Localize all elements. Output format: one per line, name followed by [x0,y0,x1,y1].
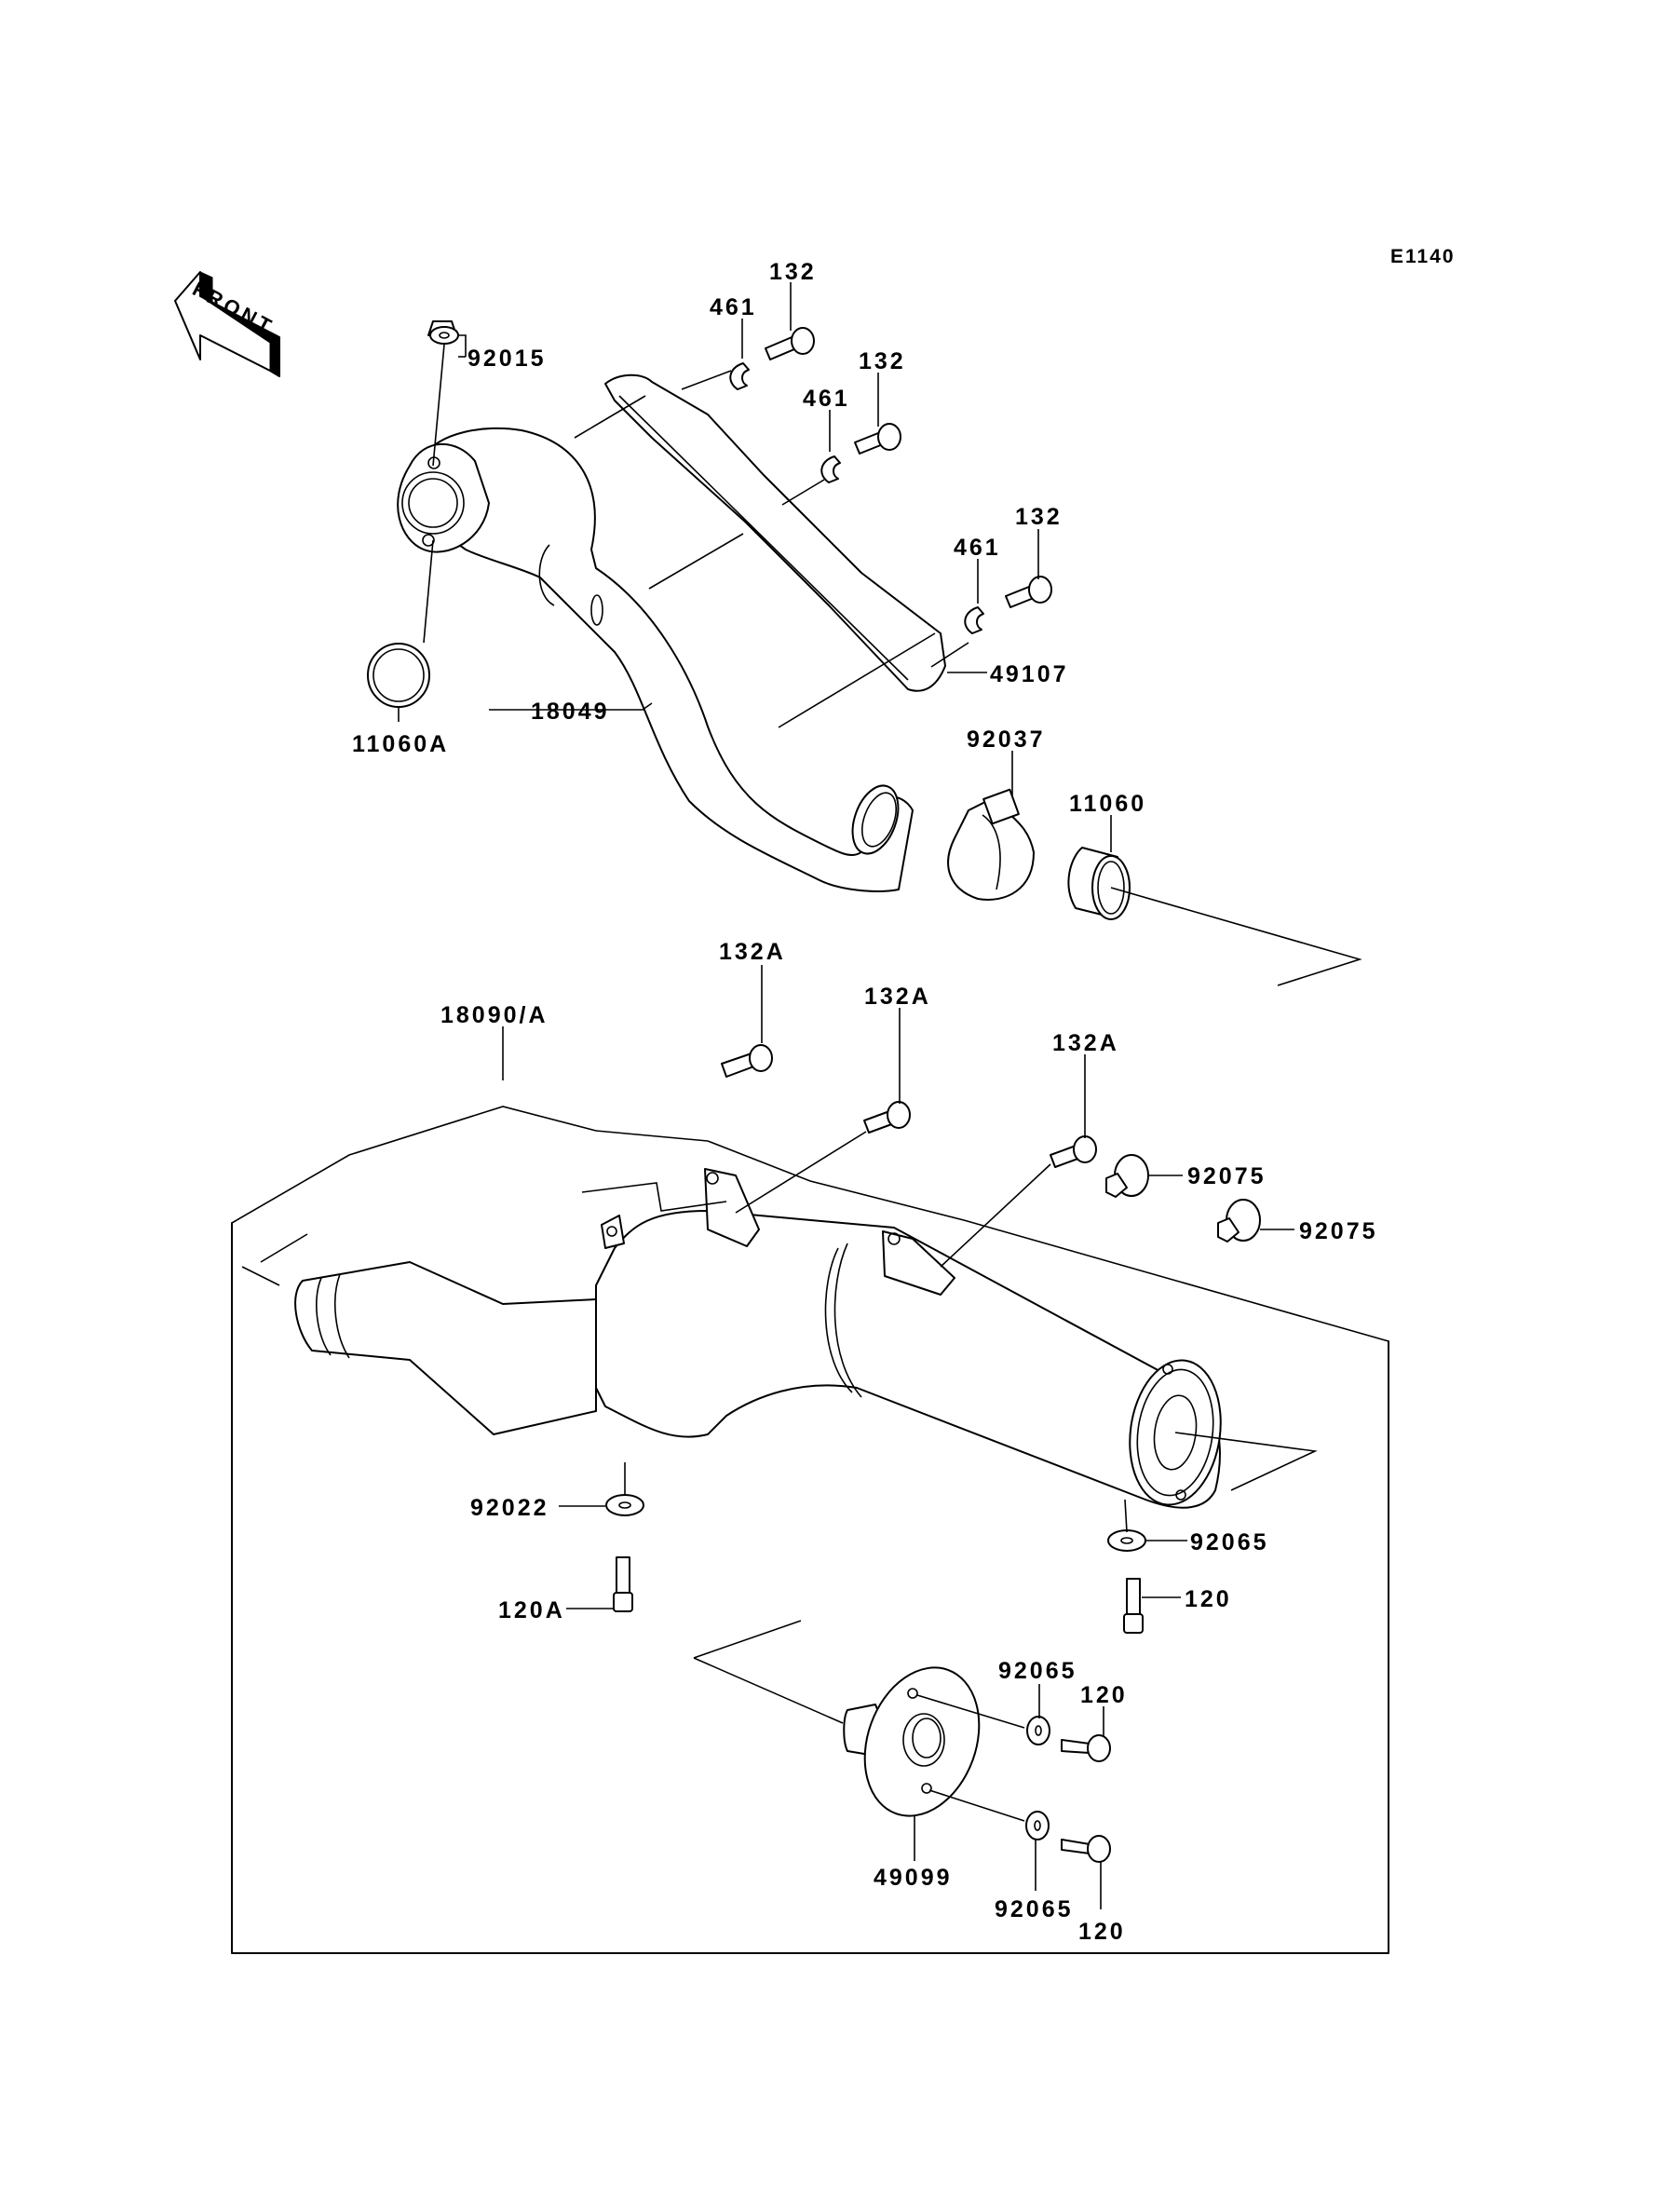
washer-92065-c[interactable] [1025,1811,1050,1840]
callout-120A[interactable]: 120A [498,1597,565,1623]
bolt-132A-a[interactable] [721,1044,773,1078]
bolt-120-b[interactable] [1061,1734,1111,1762]
callout-132A[interactable]: 132A [719,939,786,965]
bolt-132-c[interactable] [1005,576,1052,608]
callout-92015[interactable]: 92015 [467,346,547,372]
lower-reference-lines [241,1131,1318,1822]
front-direction-arrow-icon: FRONT [174,271,280,377]
clip-461-b[interactable] [820,455,841,483]
callout-92065[interactable]: 92065 [998,1658,1077,1684]
callout-leaders [398,282,1294,1909]
callout-92065[interactable]: 92065 [995,1896,1074,1922]
damper-92075-b[interactable] [1217,1199,1261,1243]
callout-18090A[interactable]: 18090/A [440,1002,549,1028]
bolt-120A[interactable] [613,1556,633,1612]
callout-labels: 92015 461 132 461 132 461 132 49107 1106… [352,259,1378,1945]
callout-11060A[interactable]: 11060A [352,731,449,757]
callout-92075[interactable]: 92075 [1187,1163,1267,1189]
figure-code: E1140 [1390,246,1456,267]
nut-92015[interactable] [427,320,459,345]
damper-92075-a[interactable] [1105,1154,1149,1198]
clip-461-a[interactable] [729,362,750,390]
callout-49107[interactable]: 49107 [990,661,1069,687]
gasket-11060A[interactable] [367,643,430,708]
callout-132A[interactable]: 132A [1052,1030,1119,1056]
callout-132A[interactable]: 132A [864,984,931,1010]
callout-461[interactable]: 461 [803,386,850,412]
bolt-132-a[interactable] [765,327,815,360]
bolt-132A-c[interactable] [1050,1135,1097,1168]
callout-11060[interactable]: 11060 [1069,791,1146,817]
callout-92075[interactable]: 92075 [1299,1218,1378,1244]
callout-120[interactable]: 120 [1185,1586,1232,1612]
callout-92022[interactable]: 92022 [470,1495,549,1521]
callout-132[interactable]: 132 [1015,504,1063,530]
callout-120[interactable]: 120 [1078,1919,1126,1945]
muffler-group-frame [231,1106,1389,1954]
callout-120[interactable]: 120 [1080,1682,1128,1708]
bolt-132-b[interactable] [854,423,901,455]
bolt-120-c[interactable] [1061,1835,1111,1863]
bolt-120-a[interactable] [1123,1578,1144,1634]
washer-92065-a[interactable] [1107,1529,1146,1552]
upper-reference-lines [574,370,1362,986]
callout-18049[interactable]: 18049 [531,699,610,725]
washer-92022[interactable] [605,1494,644,1516]
callout-49099[interactable]: 49099 [874,1865,953,1891]
bolt-132A-b[interactable] [863,1101,911,1134]
clip-461-c[interactable] [964,606,984,634]
heat-guard-49107[interactable] [604,373,946,692]
callout-92065[interactable]: 92065 [1190,1529,1269,1555]
callout-461[interactable]: 461 [710,294,757,320]
washer-92065-b[interactable] [1026,1716,1050,1745]
gasket-11060[interactable] [1067,847,1131,920]
callout-461[interactable]: 461 [954,535,1001,561]
callout-132[interactable]: 132 [769,259,817,285]
clamp-92037[interactable] [947,788,1035,901]
callout-132[interactable]: 132 [859,348,906,374]
muffler-18090A[interactable] [294,1168,1229,1511]
exhaust-pipe-18049[interactable] [397,427,914,892]
callout-92037[interactable]: 92037 [967,727,1046,753]
